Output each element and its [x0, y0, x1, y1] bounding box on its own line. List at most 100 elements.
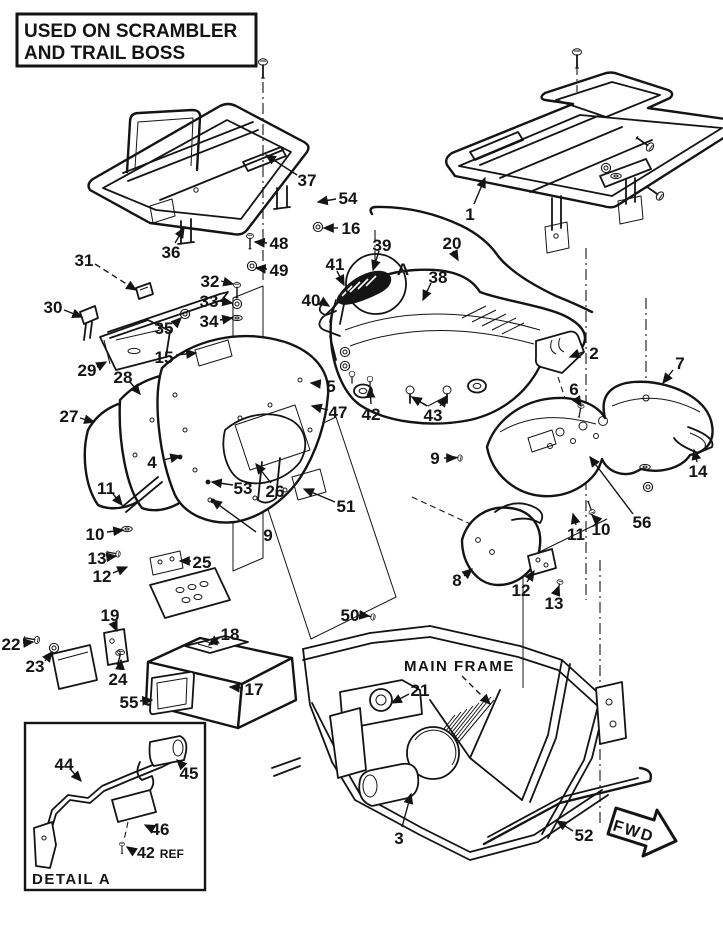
part-number-label: 51	[337, 497, 356, 516]
title-line-1: USED ON SCRAMBLER	[24, 21, 238, 42]
part-number-label: 28	[114, 368, 133, 387]
part-number-label: 23	[26, 657, 45, 676]
part-number-label: 42	[362, 405, 381, 424]
part-number-label: 26	[266, 482, 285, 501]
storage-box-art	[51, 628, 298, 730]
front-rack-art	[87, 102, 310, 245]
part-number-label: 25	[193, 553, 212, 572]
title-box-frame	[15, 12, 258, 68]
detail-a-callout-circle	[345, 253, 407, 315]
leader-line	[210, 499, 257, 533]
leader-line	[461, 675, 491, 705]
part-number-label: 52	[575, 826, 594, 845]
part-number-label: 11	[97, 479, 115, 498]
part-number-label: 49	[270, 261, 289, 280]
leader-line	[570, 512, 581, 526]
fwd-arrow-shape	[606, 806, 678, 858]
part-number-label: 14	[689, 462, 708, 481]
leader-line	[42, 650, 53, 663]
leader-line	[79, 414, 96, 425]
part-number-label: 29	[78, 361, 97, 380]
leader-line	[691, 448, 702, 463]
title-line-2: AND TRAIL BOSS	[24, 43, 185, 64]
leader-line	[112, 566, 129, 576]
title-box: USED ON SCRAMBLER AND TRAIL BOSS	[15, 12, 258, 68]
detail-a-box: DETAIL A	[23, 721, 207, 892]
screw-icon	[447, 452, 464, 463]
screw-icon	[571, 47, 583, 69]
part-number-label: 10	[592, 520, 611, 539]
part-number-label: 27	[60, 407, 79, 426]
leader-line	[318, 296, 331, 307]
leader-line	[571, 395, 582, 408]
part-number-label: 6	[569, 380, 578, 399]
leader-line	[461, 568, 474, 580]
leader-line	[228, 682, 244, 693]
part-number-label: 3	[394, 829, 403, 848]
part-number-label: 19	[101, 606, 120, 625]
part-number-label: 9	[263, 526, 272, 545]
nut-icon	[246, 260, 258, 272]
leader-line	[219, 296, 234, 307]
main-frame-engine-art	[271, 625, 653, 861]
part-number-label: 39	[373, 236, 392, 255]
part-number-label: 55	[120, 693, 139, 712]
part-number-label: 38	[429, 268, 448, 287]
leader-line	[524, 569, 535, 583]
part-number-label: 36	[162, 243, 181, 262]
detail-a-label: DETAIL A	[32, 871, 111, 888]
leader-line	[309, 379, 322, 389]
part-number-label: 17	[245, 680, 264, 699]
fwd-arrow: FWD	[606, 806, 678, 858]
screw-icon	[257, 57, 269, 79]
leader-line	[22, 638, 35, 648]
leader-line	[115, 658, 125, 671]
leader-line	[437, 395, 448, 408]
cable-20	[369, 205, 594, 314]
leader-line	[335, 270, 345, 287]
part-number-label: 12	[93, 567, 112, 586]
leader-line	[63, 308, 84, 319]
leader-line	[162, 453, 182, 464]
leader-line	[207, 635, 220, 646]
part-number-label: 7	[675, 354, 684, 373]
leader-line	[589, 455, 634, 515]
nut-icon	[48, 642, 60, 654]
leader-line	[112, 493, 123, 507]
leader-line	[448, 249, 459, 262]
part-number-label: 35	[155, 319, 174, 338]
part-number-label: 54	[339, 189, 358, 208]
leader-line	[143, 824, 156, 834]
part-number-label: 24	[109, 670, 128, 689]
leader-line	[358, 610, 371, 620]
part-number-label: 31	[75, 251, 94, 270]
leader-line	[176, 759, 188, 771]
leader-line	[422, 282, 432, 302]
washer-icon	[610, 172, 622, 180]
part-number-label: 56	[633, 513, 652, 532]
part-number-label: 53	[234, 479, 253, 498]
main-frame-label: MAIN FRAME	[404, 658, 515, 675]
part-number-label: 43	[424, 406, 443, 425]
leader-line	[253, 237, 268, 248]
part-number-label: 16	[342, 219, 361, 238]
leader-line	[550, 584, 561, 597]
leader-line	[255, 462, 272, 484]
part-number-label: 10	[86, 525, 105, 544]
leader-line	[70, 769, 82, 783]
part-number-label: 11	[567, 525, 585, 544]
leader-line	[254, 264, 268, 274]
mud-flap-art	[534, 330, 585, 374]
leader-line	[106, 526, 125, 537]
part-number-label: 18	[221, 625, 240, 644]
washer-icon	[121, 525, 133, 533]
part-number-label: 30	[44, 298, 63, 317]
leader-line	[108, 620, 118, 633]
leader-line	[410, 396, 428, 407]
nut-icon	[231, 298, 243, 310]
leader-line	[365, 386, 376, 405]
part-number-label: 20	[443, 234, 462, 253]
leader-line	[139, 695, 154, 706]
